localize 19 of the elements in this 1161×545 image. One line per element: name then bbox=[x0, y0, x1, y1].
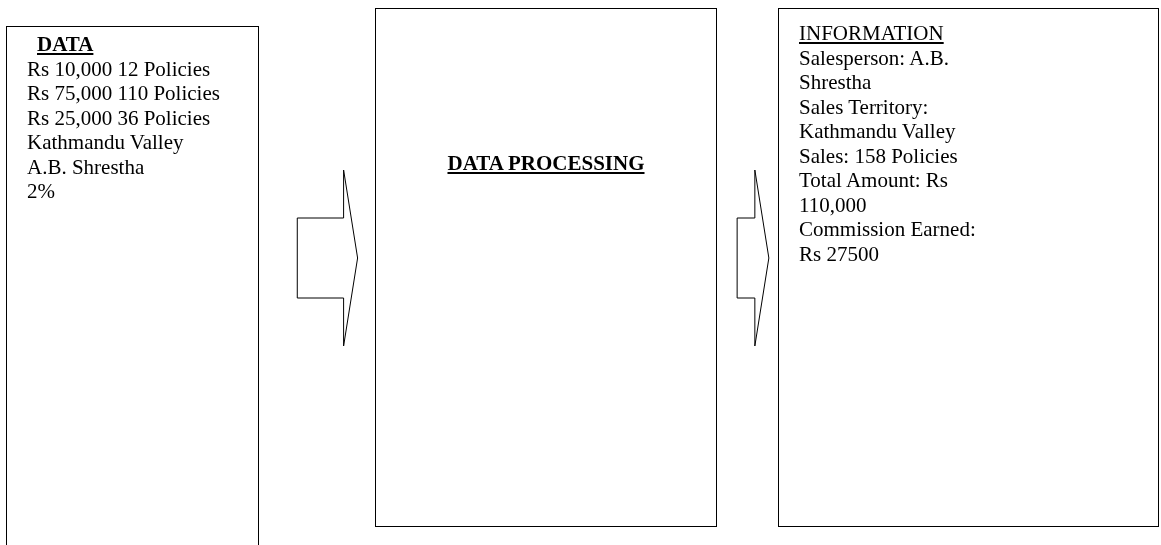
box-text: A.B. Shrestha bbox=[27, 154, 146, 179]
process-box bbox=[375, 8, 717, 527]
box-text: Rs 10,000 12 Policies bbox=[27, 56, 212, 81]
box-heading: INFORMATION bbox=[799, 21, 944, 46]
box-heading: DATA bbox=[37, 32, 94, 57]
box-text: Commission Earned: Rs 27500 bbox=[799, 217, 977, 266]
box-text: Sales Territory: Kathmandu Valley bbox=[799, 94, 957, 144]
box-text: Kathmandu Valley bbox=[27, 130, 185, 155]
box-text: Rs 75,000 110 Policies bbox=[27, 81, 221, 106]
box-text: Sales: 158 Policies bbox=[799, 143, 959, 168]
box-text: Total Amount: Rs 110,000 bbox=[799, 168, 950, 217]
process-box bbox=[778, 8, 1159, 527]
box-text: 2% bbox=[27, 179, 56, 204]
block-arrow bbox=[736, 169, 770, 347]
box-heading: DATA PROCESSING bbox=[447, 151, 645, 176]
block-arrow bbox=[296, 169, 359, 347]
box-text: Salesperson: A.B. Shrestha bbox=[799, 45, 950, 95]
process-box bbox=[6, 26, 259, 545]
box-text: Rs 25,000 36 Policies bbox=[27, 105, 212, 130]
